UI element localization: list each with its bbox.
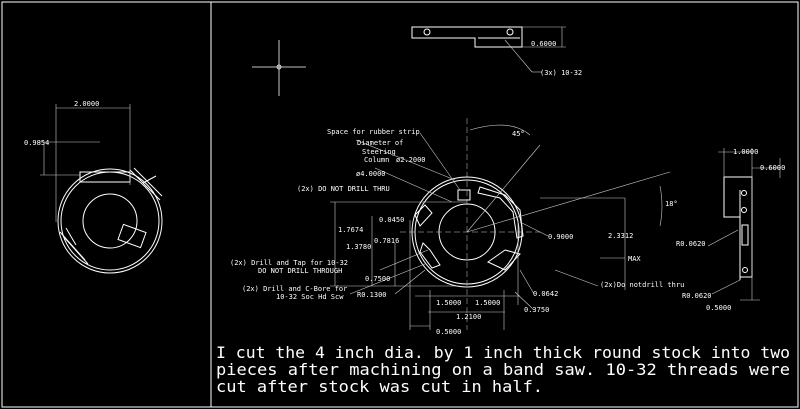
label-max: MAX	[628, 255, 641, 263]
side-dim-0-5000: 0.5000	[706, 304, 731, 312]
left-dims	[40, 104, 131, 222]
front-view	[330, 118, 671, 330]
side-view	[707, 148, 781, 301]
dim-0-0450: 0.0450	[379, 216, 404, 224]
label-diameter-3: Column	[364, 156, 389, 164]
label-no-drill: (2x) DO NOT DRILL THRU	[297, 185, 390, 193]
dim-dia-inner: ø2.2000	[396, 156, 426, 164]
label-diameter-1: Diameter of	[357, 139, 403, 147]
top-dim-screws: (3x) 10-32	[540, 69, 582, 77]
dim-1-5000-a: 1.5000	[436, 299, 461, 307]
note-line-3: cut after stock was cut in half.	[216, 377, 543, 396]
front-centerlines	[400, 118, 540, 330]
label-diameter-2: Steering	[362, 148, 396, 156]
dim-1-5000-b: 1.5000	[475, 299, 500, 307]
dim-r-0-1300: R0.1300	[357, 291, 387, 299]
dim-2-3312: 2.3312	[608, 232, 633, 240]
side-dim-r-top: R0.0620	[676, 240, 706, 248]
origin-crosshair	[252, 40, 306, 96]
dim-0-5000-front: 0.5000	[436, 328, 461, 336]
dim-0-0642: 0.0642	[533, 290, 558, 298]
left-dim-width: 2.0000	[74, 100, 99, 108]
dim-1-7674: 1.7674	[338, 226, 363, 234]
label-drill-tap-1: (2x) Drill and Tap for 10-32	[230, 259, 348, 267]
left-dim-height: 0.9854	[24, 139, 49, 147]
side-dim-0-6000: 0.6000	[760, 164, 785, 172]
label-cbore-1: (2x) Drill and C-Bore for	[242, 285, 347, 293]
dim-0-7500: 0.7500	[365, 275, 390, 283]
top-view	[411, 26, 566, 73]
left-view	[40, 104, 163, 274]
dim-angle-18: 18°	[665, 200, 678, 208]
dim-1-3780: 1.3780	[346, 243, 371, 251]
dim-0-3750: 0.3750	[524, 306, 549, 314]
note-line-2: pieces after machining on a band saw. 10…	[216, 360, 790, 379]
dim-angle-45: 45°	[512, 130, 525, 138]
dim-dia-outer: ø4.0000	[356, 170, 386, 178]
left-part-outline	[57, 167, 163, 274]
label-cbore-2: 10-32 Soc Hd Scw	[276, 293, 344, 301]
dim-1-2100: 1.2100	[456, 313, 481, 321]
front-dimension-lines	[330, 124, 671, 330]
label-do-not-drill: (2x)Do notdrill thru	[600, 281, 684, 289]
side-dim-r-bottom: R0.0620	[682, 292, 712, 300]
label-rubber-strip: Space for rubber strip	[327, 128, 420, 136]
note-line-1: I cut the 4 inch dia. by 1 inch thick ro…	[216, 343, 790, 362]
dim-0-9000: 0.9000	[548, 233, 573, 241]
label-drill-tap-2: DO NOT DRILL THROUGH	[258, 267, 342, 275]
dim-0-7816: 0.7816	[374, 237, 399, 245]
side-dim-1-0000: 1.0000	[733, 148, 758, 156]
top-dim-thickness: 0.6000	[531, 40, 556, 48]
